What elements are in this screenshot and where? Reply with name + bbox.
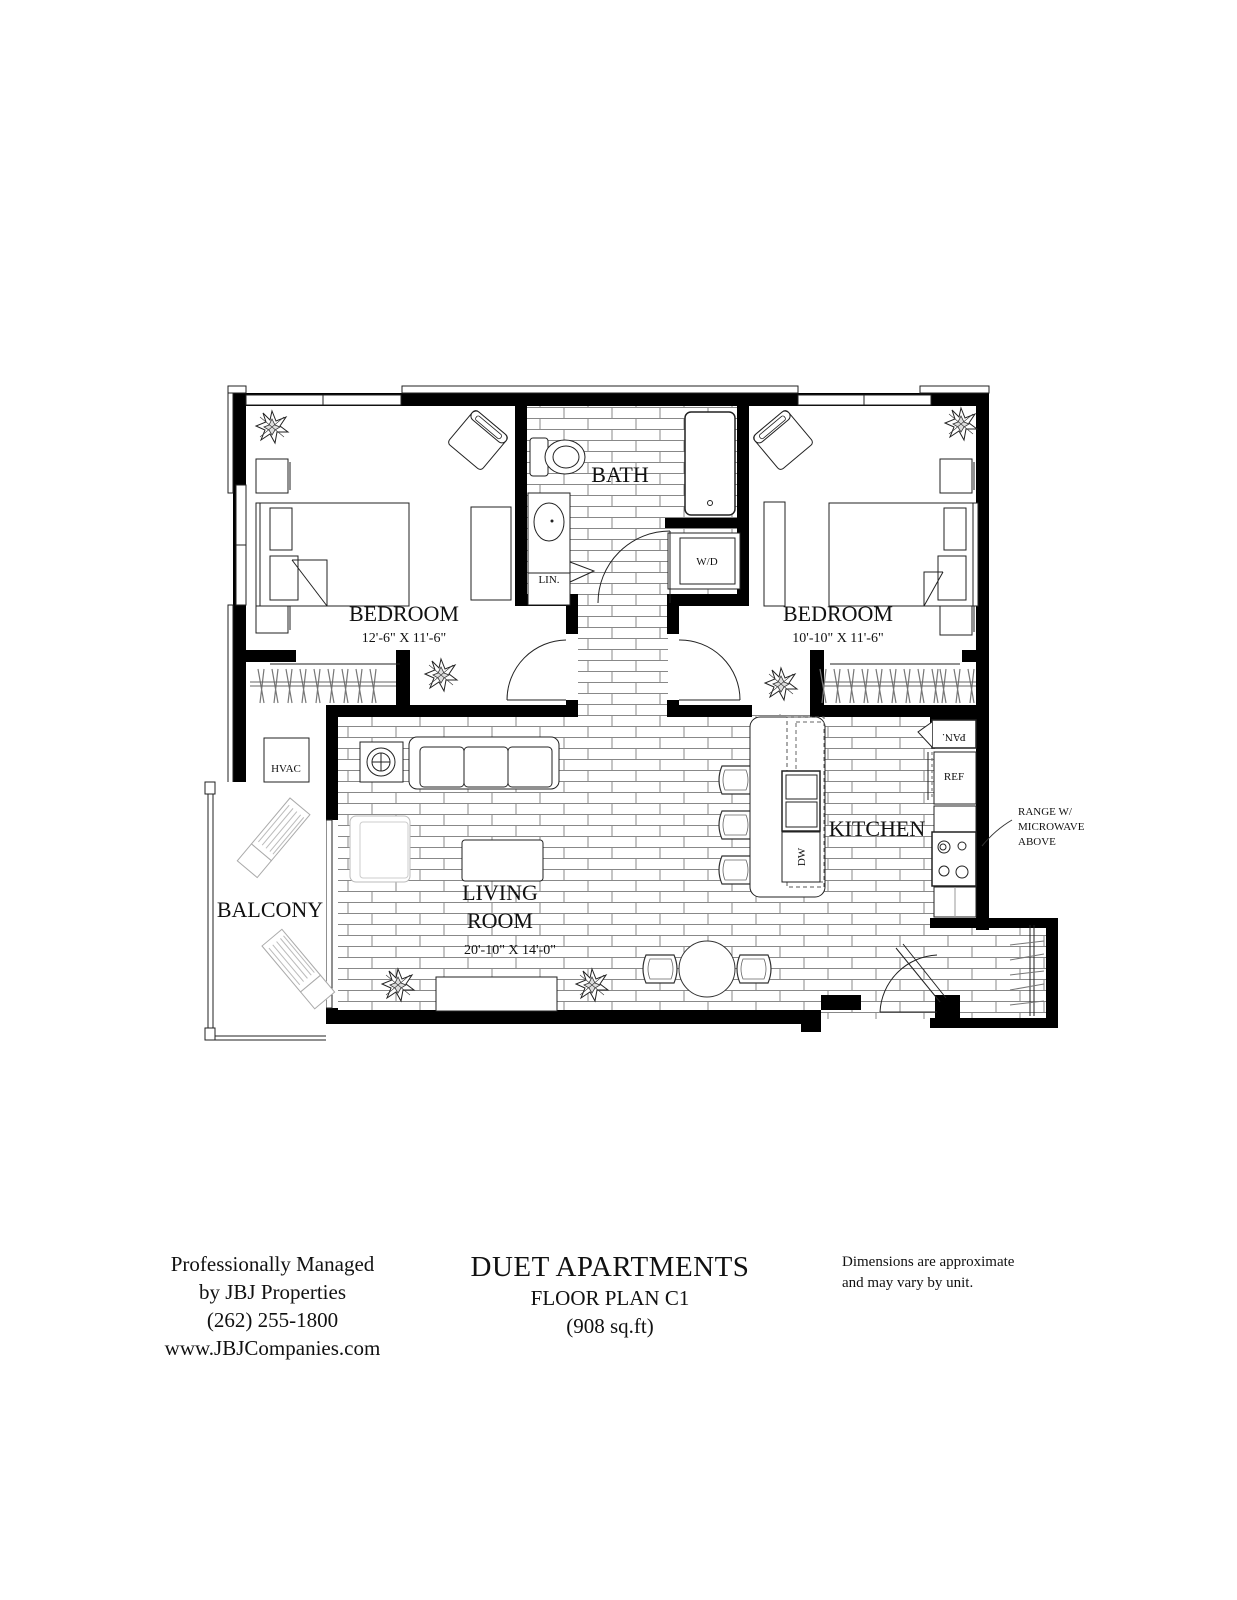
living-label-line1: LIVING <box>462 880 538 905</box>
bedroom-left-furniture <box>250 408 512 704</box>
range-callout-line2: MICROWAVE <box>1018 821 1085 833</box>
kitchen-label: KITCHEN <box>829 816 926 841</box>
linen-closet-label: LIN. <box>538 574 559 586</box>
kitchen-fixtures <box>749 716 1013 918</box>
hall-floor <box>578 600 668 715</box>
room-labels: BEDROOM 12'-6" X 11'-6" BATH BEDROOM 10'… <box>217 462 1085 958</box>
hvac-closet <box>246 717 326 783</box>
windows <box>227 385 990 1009</box>
management-info: Professionally Managed by JBJ Properties… <box>140 1250 405 1362</box>
living-label-line2: ROOM <box>467 908 533 933</box>
property-name: DUET APARTMENTS <box>470 1251 750 1283</box>
floor-plan-area: (908 sq.ft) <box>566 1314 654 1338</box>
kitchen-floor <box>820 714 935 934</box>
management-line1: Professionally Managed <box>170 1252 375 1276</box>
bedroom-left-dimensions: 12'-6" X 11'-6" <box>362 631 446 646</box>
bedroom-left-label: BEDROOM <box>349 601 459 626</box>
disclaimer-line1: Dimensions are approximate <box>842 1254 1015 1270</box>
balcony-label: BALCONY <box>217 897 323 922</box>
disclaimer: Dimensions are approximate and may vary … <box>842 1252 1072 1294</box>
range-callout-line3: ABOVE <box>1018 836 1056 848</box>
floor-plan: BEDROOM 12'-6" X 11'-6" BATH BEDROOM 10'… <box>204 385 1085 1041</box>
management-phone: (262) 255-1800 <box>206 1308 339 1332</box>
floor-plan-name: FLOOR PLAN C1 <box>530 1286 690 1310</box>
bedroom-right-label: BEDROOM <box>783 601 893 626</box>
balcony <box>204 781 336 1041</box>
hvac-label: HVAC <box>271 763 301 775</box>
entry <box>879 925 1045 1016</box>
property-info: DUET APARTMENTS FLOOR PLAN C1 (908 sq.ft… <box>450 1250 770 1340</box>
management-website: www.JBJCompanies.com <box>164 1336 381 1360</box>
bath-fixtures <box>527 411 741 606</box>
disclaimer-line2: and may vary by unit. <box>842 1275 974 1291</box>
bedroom-doors <box>506 639 741 701</box>
pantry-label: PAN. <box>942 731 966 743</box>
bedroom-right-dimensions: 10'-10" X 11'-6" <box>792 631 883 646</box>
living-furniture <box>349 736 772 1012</box>
bedroom-right-furniture <box>751 407 979 704</box>
bath-label: BATH <box>591 462 649 487</box>
range-callout-line1: RANGE W/ <box>1018 806 1073 818</box>
dishwasher-label: DW <box>796 847 808 866</box>
refrigerator-label: REF <box>944 771 964 783</box>
management-line2: by JBJ Properties <box>199 1280 346 1304</box>
living-dimensions: 20'-10" X 14'-0" <box>464 943 556 958</box>
washer-dryer-label: W/D <box>696 556 717 568</box>
